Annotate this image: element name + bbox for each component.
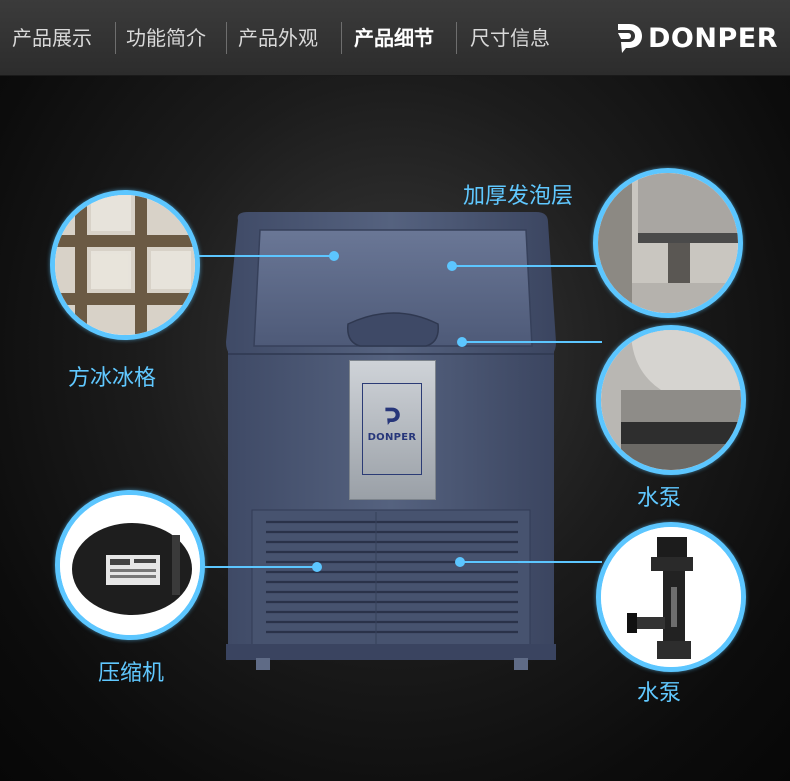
water-pump-icon bbox=[601, 527, 741, 667]
leader-line bbox=[200, 566, 318, 568]
leader-line bbox=[460, 561, 602, 563]
donper-logo-icon bbox=[618, 24, 642, 53]
callout-dot bbox=[312, 562, 322, 572]
tab-product-appearance[interactable]: 产品外观 bbox=[238, 26, 318, 50]
badge-frame: DONPER bbox=[362, 383, 422, 475]
label-foam-layer: 加厚发泡层 bbox=[463, 184, 574, 209]
brand-badge-panel: DONPER bbox=[349, 360, 436, 500]
compressor-icon bbox=[60, 495, 200, 635]
ice-grid-detail[interactable] bbox=[50, 190, 200, 340]
tab-divider bbox=[341, 22, 342, 54]
water-pump-lower-detail[interactable] bbox=[596, 522, 746, 672]
foam-layer-detail[interactable] bbox=[593, 168, 743, 318]
callout-dot bbox=[329, 251, 339, 261]
badge-brand-name: DONPER bbox=[367, 432, 417, 443]
tab-product-details[interactable]: 产品细节 bbox=[354, 26, 434, 50]
label-water-pump-upper: 水泵 bbox=[637, 486, 682, 511]
donper-logo-icon bbox=[385, 407, 400, 425]
compressor-detail[interactable] bbox=[55, 490, 205, 640]
label-water-pump-lower: 水泵 bbox=[637, 681, 682, 706]
label-compressor: 压缩机 bbox=[98, 661, 165, 686]
leader-line bbox=[462, 341, 602, 343]
top-nav-bar: 产品展示 功能简介 产品外观 产品细节 尺寸信息 DONPER bbox=[0, 0, 790, 76]
foam-layer-icon bbox=[598, 173, 738, 313]
tab-divider bbox=[456, 22, 457, 54]
brand-name: DONPER bbox=[648, 23, 778, 54]
water-pump-upper-detail[interactable] bbox=[596, 325, 746, 475]
tab-function-intro[interactable]: 功能简介 bbox=[126, 26, 206, 50]
tab-divider bbox=[226, 22, 227, 54]
callout-dot bbox=[455, 557, 465, 567]
callout-dot bbox=[457, 337, 467, 347]
tab-divider bbox=[115, 22, 116, 54]
callout-dot bbox=[447, 261, 457, 271]
ice-grid-icon bbox=[55, 195, 195, 335]
leader-line bbox=[452, 265, 600, 267]
tab-size-info[interactable]: 尺寸信息 bbox=[470, 26, 550, 50]
label-ice-grid: 方冰冰格 bbox=[68, 366, 157, 391]
leader-line bbox=[196, 255, 334, 257]
tab-product-display[interactable]: 产品展示 bbox=[12, 26, 92, 50]
water-pump-icon bbox=[601, 330, 741, 470]
